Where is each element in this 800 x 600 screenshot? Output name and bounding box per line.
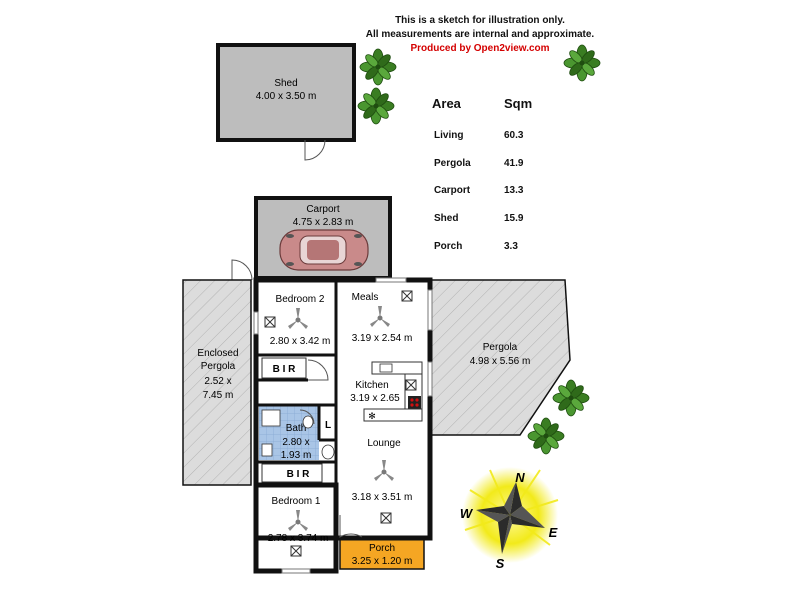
sink-icon <box>379 363 393 373</box>
light-icon <box>380 512 392 524</box>
bir-bottom <box>261 463 323 483</box>
area-name: Living <box>434 130 464 141</box>
bir-top-label: B I R <box>273 364 297 375</box>
area-name: Carport <box>434 185 471 196</box>
enclosed-pergola-line1: Enclosed <box>197 348 238 359</box>
star-icon: ✻ <box>368 411 376 421</box>
area-sqm: 41.9 <box>504 158 524 169</box>
interior-walls <box>256 280 338 487</box>
area-sqm: 13.3 <box>504 185 524 196</box>
area-name: Pergola <box>434 158 471 169</box>
kitchen-island <box>363 408 423 422</box>
plant-icon <box>552 379 590 417</box>
shower-icon <box>261 409 281 427</box>
cooktop-icon <box>408 396 421 409</box>
lounge-size: 3.18 x 3.51 m <box>352 492 413 503</box>
bedroom-2-label: Bedroom 2 <box>276 294 325 305</box>
compass-east: E <box>549 525 558 540</box>
basin-icon <box>302 415 314 429</box>
area-sqm: 15.9 <box>504 213 524 224</box>
laundry-label: L <box>325 420 331 431</box>
disclaimer-line-2: All measurements are internal and approx… <box>365 29 595 40</box>
area-row: Carport 13.3 <box>432 185 582 201</box>
enclosed-pergola-line3: 2.52 x <box>204 376 231 387</box>
side-door <box>231 259 253 281</box>
light-icon <box>290 545 302 557</box>
porch: Porch 3.25 x 1.20 m <box>339 536 425 570</box>
shed-door <box>304 139 326 161</box>
lounge-label: Lounge <box>367 438 401 449</box>
carport: Carport 4.75 x 2.83 m <box>254 196 392 280</box>
area-header: Area <box>432 96 461 111</box>
bedroom-1-label: Bedroom 1 <box>272 496 321 507</box>
bedroom-2-size: 2.80 x 3.42 m <box>270 336 331 347</box>
bath-line-3: 1.93 m <box>281 450 312 461</box>
light-icon <box>264 316 276 328</box>
kitchen-bench <box>371 361 423 375</box>
meals-label: Meals <box>352 292 379 303</box>
shed-size: 4.00 x 3.50 m <box>256 91 317 102</box>
area-row: Shed 15.9 <box>432 213 582 229</box>
compass-north: N <box>515 470 525 485</box>
pergola: Pergola 4.98 x 5.56 m <box>429 279 571 436</box>
ceiling-fan-icon <box>374 460 394 481</box>
area-name: Shed <box>434 213 459 224</box>
ceiling-fan-icon <box>288 510 308 531</box>
area-row: Pergola 41.9 <box>432 158 582 174</box>
bath-label: Bath <box>286 423 307 434</box>
pergola-size: 4.98 x 5.56 m <box>470 356 531 367</box>
disclaimer-line-1: This is a sketch for illustration only. <box>395 15 565 26</box>
bath-line-2: 2.80 x <box>282 437 309 448</box>
plant-icon <box>359 48 397 86</box>
area-row: Living 60.3 <box>432 130 582 146</box>
ceiling-fan-icon <box>288 308 308 329</box>
windows <box>253 277 433 574</box>
area-name: Porch <box>434 241 463 252</box>
shed-label: Shed <box>274 78 297 89</box>
doors <box>299 359 363 538</box>
credit-line: Produced by Open2view.com <box>410 43 550 54</box>
light-icon <box>405 379 417 391</box>
ceiling-fan-icon <box>370 306 390 327</box>
kitchen-label: Kitchen <box>355 380 388 391</box>
area-sqm: 60.3 <box>504 130 524 141</box>
enclosed-pergola: Enclosed Pergola 2.52 x 7.45 m <box>182 279 252 486</box>
porch-size: 3.25 x 1.20 m <box>352 556 413 567</box>
meals-size: 3.19 x 2.54 m <box>352 333 413 344</box>
area-row: Porch 3.3 <box>432 241 582 257</box>
bir-bottom-label: B I R <box>287 469 311 480</box>
enclosed-pergola-line2: Pergola <box>201 361 236 372</box>
plant-icon <box>527 417 565 455</box>
shed: Shed 4.00 x 3.50 m <box>216 43 356 161</box>
compass-rose: N E S W <box>460 467 559 571</box>
sqm-header: Sqm <box>504 96 533 111</box>
kitchen-size: 3.19 x 2.65 <box>350 393 400 404</box>
compass-south: S <box>496 556 505 571</box>
plant-icon <box>563 44 601 82</box>
carport-label: Carport <box>306 204 340 215</box>
vanity-icon <box>261 443 273 457</box>
car-icon <box>279 229 369 271</box>
light-icon <box>401 290 413 302</box>
porch-label: Porch <box>369 543 395 554</box>
pergola-label: Pergola <box>483 342 518 353</box>
enclosed-pergola-line4: 7.45 m <box>203 390 234 401</box>
carport-size: 4.75 x 2.83 m <box>293 217 354 228</box>
bedroom-1-size: 2.78 x 3.74 m <box>268 533 329 544</box>
toilet-icon <box>321 444 335 460</box>
plant-icon <box>357 87 395 125</box>
area-sqm: 3.3 <box>504 241 518 252</box>
compass-west: W <box>460 506 474 521</box>
bir-top <box>261 357 307 379</box>
disclaimer-notice: This is a sketch for illustration only. … <box>330 14 630 56</box>
